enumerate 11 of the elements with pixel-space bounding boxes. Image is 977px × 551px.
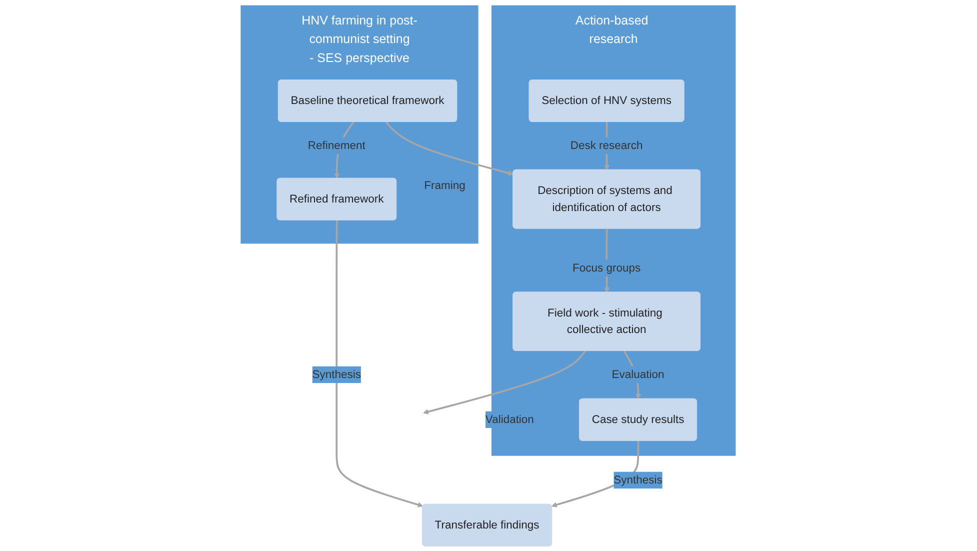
edge-label: Focus groups — [572, 261, 641, 274]
edge-label: Refinement — [308, 139, 366, 152]
edge-label: Validation — [486, 413, 534, 426]
edge-label: Evaluation — [612, 368, 665, 381]
arrow — [423, 350, 586, 414]
edge-label: Synthesis — [614, 474, 663, 486]
edge-label: Framing — [424, 179, 466, 192]
edge-label: Desk research — [570, 139, 644, 152]
edge-label: Synthesis — [312, 368, 362, 381]
arrow — [386, 121, 514, 176]
arrow — [336, 220, 424, 508]
